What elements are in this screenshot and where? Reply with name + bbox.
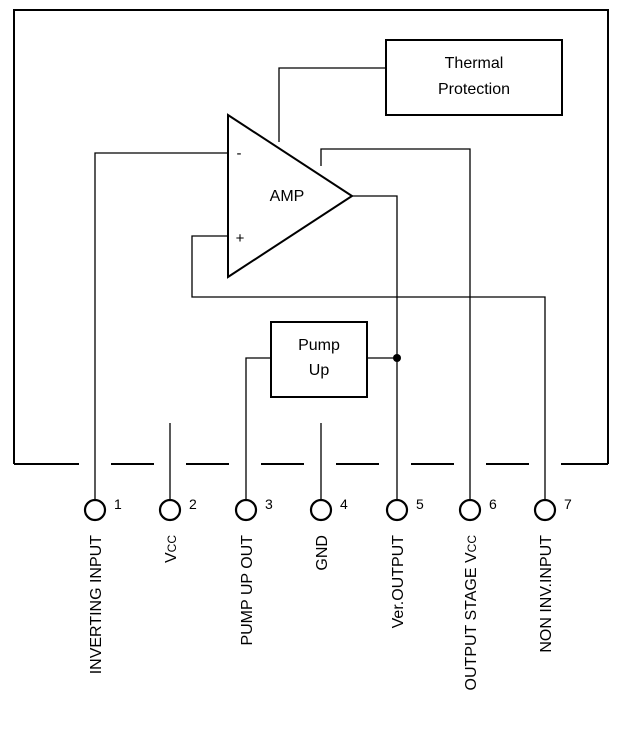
- pin7-wire: [191, 235, 546, 500]
- pin-label: PUMP UP OUT: [239, 535, 256, 646]
- pin-label: NON INV.INPUT: [538, 535, 555, 653]
- pin-6: 6 OUTPUT STAGE VCC: [458, 496, 497, 691]
- pin3-wire: [245, 357, 271, 500]
- pin-label: OUTPUT STAGE VCC: [463, 535, 480, 691]
- pin-2: 2 VCC: [158, 496, 197, 563]
- pump-up-block: Pump Up: [270, 321, 368, 398]
- amp-label: AMP: [270, 188, 305, 205]
- pin-number: 6: [489, 496, 497, 512]
- amp-inverting-sign: -: [237, 145, 242, 162]
- pin-label: VCC: [163, 535, 180, 563]
- amp-noninverting-sign: +: [236, 230, 245, 247]
- pin-3: 3 PUMP UP OUT: [234, 496, 273, 646]
- thermal-to-amp-wire: [278, 67, 386, 142]
- pin-label: GND: [314, 535, 331, 571]
- pin-number: 7: [564, 496, 572, 512]
- thermal-protection-block: Thermal Protection: [385, 39, 563, 116]
- thermal-label-line1: Thermal: [445, 55, 504, 72]
- pin5-wire: [352, 195, 398, 500]
- pump-label-line1: Pump: [298, 337, 340, 354]
- junction-dot: [393, 354, 401, 362]
- pin-number: 4: [340, 496, 348, 512]
- pin-number: 3: [265, 496, 273, 512]
- pin-label: INVERTING INPUT: [88, 535, 105, 675]
- pin-1: 1 INVERTING INPUT: [83, 496, 122, 675]
- pump-label-line2: Up: [309, 362, 330, 379]
- amplifier-block: AMP - +: [227, 113, 354, 279]
- pin-5: 5 Ver.OUTPUT: [385, 496, 424, 629]
- thermal-label-line2: Protection: [438, 81, 510, 98]
- pin6-wire: [320, 148, 471, 500]
- pin-number: 5: [416, 496, 424, 512]
- pin1-wire: [94, 152, 228, 500]
- pin-number: 1: [114, 496, 122, 512]
- pin-number: 2: [189, 496, 197, 512]
- pin-label: Ver.OUTPUT: [390, 535, 407, 629]
- pin-7: 7 NON INV.INPUT: [533, 496, 572, 653]
- pin-4: 4 GND: [309, 496, 348, 571]
- package-frame: [13, 9, 609, 464]
